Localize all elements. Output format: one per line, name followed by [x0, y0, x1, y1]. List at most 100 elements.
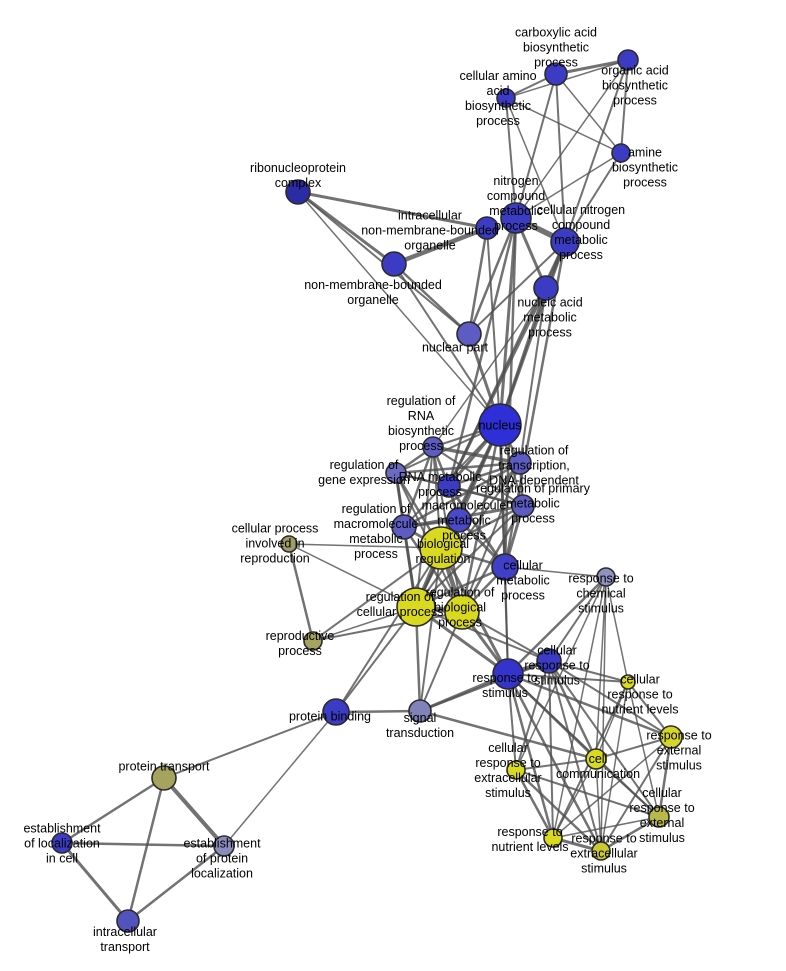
graph-edge-rtd--rge — [394, 461, 522, 475]
graph-edge-rnp--inmbo — [296, 190, 489, 230]
graph-edge-cab--ab — [555, 73, 622, 154]
graph-edge-crnl--cc — [595, 681, 629, 760]
graph-node-nuc[interactable] — [478, 403, 522, 447]
graph-edge-nmbo--npart — [392, 262, 471, 336]
graph-node-crs[interactable] — [536, 648, 562, 674]
graph-node-breg[interactable] — [419, 526, 463, 570]
graph-edge-rnp--nuc — [297, 191, 501, 426]
graph-node-cres[interactable] — [506, 760, 526, 780]
graph-node-rge[interactable] — [385, 462, 407, 484]
graph-edge-oab--ncm — [515, 59, 629, 219]
graph-edge-nmbo--nuc — [393, 263, 501, 426]
graph-node-ab[interactable] — [611, 143, 631, 163]
graph-edge-pt--elc — [60, 776, 166, 845]
graph-edge-cab--cncm — [555, 73, 566, 243]
graph-node-cc[interactable] — [585, 748, 607, 770]
graph-edge-rs--st — [418, 672, 510, 713]
graph-edge-elc--it — [60, 841, 130, 923]
graph-node-res[interactable] — [659, 725, 683, 749]
graph-edge-res--rnl — [552, 736, 672, 839]
graph-node-rbp[interactable] — [444, 594, 480, 630]
graph-edge-rs--rexs — [506, 672, 603, 853]
graph-node-npart[interactable] — [456, 321, 482, 347]
graph-edge-crnl--crext — [627, 681, 660, 818]
graph-edge-cres--crext — [515, 769, 660, 818]
graph-edge-res--rexs — [600, 736, 672, 852]
graph-edge-rrb--rtd — [431, 445, 522, 465]
graph-edge-rs--rnl — [506, 672, 555, 840]
graph-node-cmp[interactable] — [491, 553, 519, 581]
graph-node-nmbo[interactable] — [381, 251, 407, 277]
graph-node-rrb[interactable] — [422, 436, 444, 458]
graph-edge-breg--rp — [312, 547, 442, 642]
graph-node-inmbo[interactable] — [475, 216, 499, 240]
graph-node-rnl[interactable] — [543, 828, 563, 848]
graph-node-ncm[interactable] — [500, 202, 532, 234]
node-label-pb: protein binding — [289, 710, 371, 724]
graph-node-cab[interactable] — [544, 62, 568, 86]
graph-node-elc[interactable] — [51, 832, 73, 854]
graph-node-crnl[interactable] — [620, 674, 636, 690]
graph-node-pt[interactable] — [151, 765, 177, 791]
graph-edge-epl--pb — [223, 711, 337, 847]
graph-edge-inmbo--nmbo — [391, 225, 490, 267]
graph-node-st[interactable] — [408, 699, 432, 723]
graph-edge-ab--ncm — [515, 152, 622, 219]
graph-edge-oab--caab — [505, 59, 629, 99]
graph-node-rmm[interactable] — [391, 514, 417, 540]
graph-node-rpm[interactable] — [511, 494, 535, 518]
graph-edge-cmp--rcs — [504, 566, 607, 578]
graph-edge-cmp--rs — [504, 566, 509, 675]
graph-node-rnp[interactable] — [285, 179, 311, 205]
graph-edge-rcs--rs — [506, 575, 608, 676]
graph-node-rs[interactable] — [492, 658, 524, 690]
graph-node-rcp[interactable] — [396, 587, 436, 627]
graph-edge-cres--rnl — [514, 768, 555, 840]
node-label-pt: protein transport — [118, 760, 210, 774]
graph-node-nam[interactable] — [533, 275, 559, 301]
graph-edge-crs--crnl — [548, 660, 629, 683]
graph-node-mmp[interactable] — [446, 507, 472, 533]
graph-edge-breg--cpir — [288, 543, 442, 549]
graph-edge-rpm--rbp — [460, 504, 525, 614]
graph-node-cpir[interactable] — [280, 535, 298, 553]
graph-node-crext[interactable] — [648, 806, 670, 828]
graph-edge-nam--rtd — [519, 287, 547, 464]
graph-node-oab[interactable] — [617, 49, 639, 71]
graph-edge-st--pb — [334, 709, 422, 714]
graph-node-pb[interactable] — [322, 698, 350, 726]
graph-node-rtd[interactable] — [508, 451, 532, 475]
graph-edge-rnam--rpm — [447, 484, 525, 508]
graph-node-it[interactable] — [116, 909, 140, 933]
graph-node-rnam[interactable] — [437, 474, 461, 498]
nodes-layer — [51, 49, 683, 933]
graph-edge-cc--st — [418, 709, 598, 761]
graph-edge-ncm--nuc — [498, 216, 518, 427]
graph-node-epl[interactable] — [213, 835, 235, 857]
graph-edge-pt--epl — [162, 776, 226, 848]
graph-edge-oab--cncm — [564, 59, 629, 243]
graph-edge-inmbo--nuc — [486, 227, 501, 426]
graph-node-caab[interactable] — [496, 88, 516, 108]
graph-node-rcs[interactable] — [596, 567, 616, 587]
graph-edge-crs--cres — [515, 660, 550, 771]
graph-node-rexs[interactable] — [591, 841, 611, 861]
graph-node-cncm[interactable] — [550, 227, 580, 257]
graph-edge-crext--rexs — [599, 815, 661, 853]
graph-node-rp[interactable] — [303, 631, 323, 651]
